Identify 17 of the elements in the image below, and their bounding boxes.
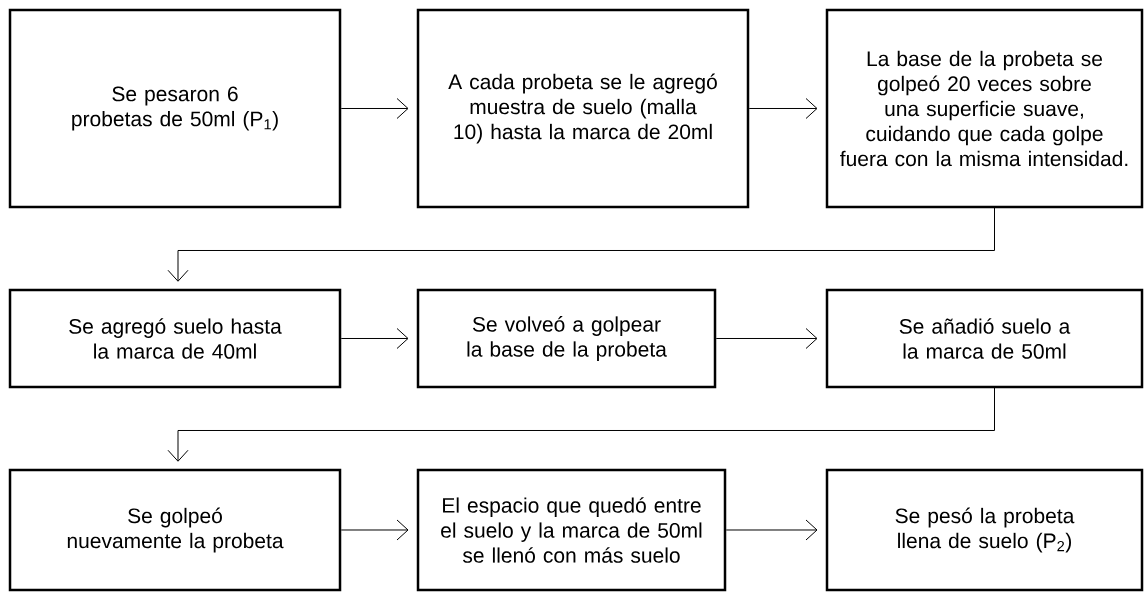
arrow: [748, 98, 818, 119]
process-box: La base de la probeta se golpeó 20 veces sobre una superficie suave, cuidando que cada golpe fuera con la misma intensidad.: [825, 8, 1144, 209]
arrow: [715, 328, 818, 349]
process-box: Se añadió suelo a la marca de 50ml: [825, 288, 1144, 389]
process-box: Se pesaron 6 probetas de 50ml (P$_{1}$): [8, 8, 342, 209]
arrow: [167, 387, 995, 462]
arrow: [340, 98, 409, 119]
process-box: Se golpeó nuevamente la probeta: [8, 468, 342, 592]
process-box: Se pesó la probeta llena de suelo (P$_{2}$): [825, 468, 1144, 592]
process-box: A cada probeta se le agregó muestra de suelo (malla 10) hasta la marca de 20ml: [416, 8, 750, 209]
arrow: [725, 519, 818, 541]
arrow: [167, 207, 995, 282]
process-box: Se volveó a golpear la base de la probeta: [416, 288, 717, 389]
arrow: [340, 328, 409, 349]
arrow: [340, 519, 409, 541]
process-box: Se agregó suelo hasta la marca de 40ml: [8, 288, 342, 389]
process-box: El espacio que quedó entre el suelo y la marca de 50ml se llenó con más suelo: [416, 468, 727, 592]
